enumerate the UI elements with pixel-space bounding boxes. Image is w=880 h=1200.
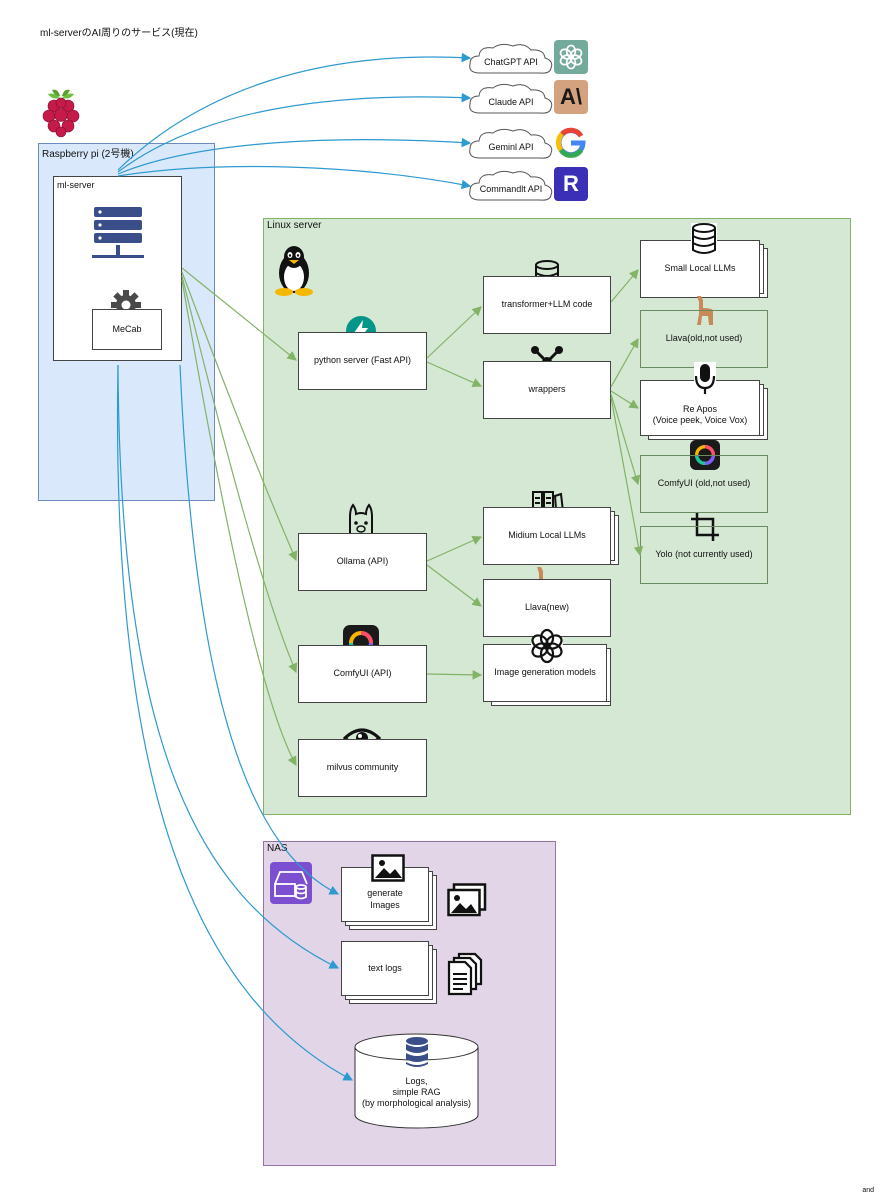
database-icon <box>406 1037 428 1067</box>
linux-server-label: Linux server <box>267 220 322 231</box>
yolo-label: Yolo (not currently used) <box>655 549 753 560</box>
anthropic-logo-icon: A\ <box>554 80 588 114</box>
tux-linux-icon <box>275 246 313 296</box>
microphone-icon <box>694 362 716 396</box>
medium-llms-label: Midium Local LLMs <box>508 530 586 541</box>
image-icon <box>371 854 405 882</box>
corner-mark: and <box>862 1187 874 1194</box>
gen-images-label-2: Images <box>370 899 400 910</box>
ml-server-label: ml-server <box>57 180 95 190</box>
cloud-api-label[interactable]: Claude API <box>488 97 534 107</box>
transformer-llm-label: transformer+LLM code <box>501 299 593 310</box>
small-llms-label: Small Local LLMs <box>664 263 736 274</box>
gen-images-label-1: generate <box>367 888 403 899</box>
raspberry-icon <box>42 89 80 138</box>
diagram-title: ml-serverのAI周りのサービス(現在) <box>40 28 198 39</box>
re-apos-label: Re Apos <box>682 403 718 414</box>
crop-icon <box>691 513 719 541</box>
yolo-box[interactable]: Yolo (not currently used) <box>640 526 768 584</box>
server-rack-icon <box>92 207 144 258</box>
ollama-label: Ollama (API) <box>336 556 389 567</box>
wrappers-label: wrappers <box>528 384 566 395</box>
python-server-label: python server (Fast API) <box>313 355 412 366</box>
images-gallery-icon <box>447 883 487 917</box>
cloud-api-label[interactable]: Geminl API <box>488 142 534 152</box>
comfyui-old-label: ComfyUI (old,not used) <box>657 478 751 489</box>
logs-label-3: (by morphological analysis) <box>361 1097 472 1108</box>
comfyui-old-box[interactable]: ComfyUI (old,not used) <box>640 455 768 513</box>
cohere-logo-icon: R <box>554 167 588 201</box>
nas-storage-icon <box>270 862 312 904</box>
medium-llms-box[interactable]: Midium Local LLMs <box>483 507 611 565</box>
database-icon <box>691 223 717 255</box>
image-gen-label: Image generation models <box>494 667 596 678</box>
python-server-box[interactable]: python server (Fast API) <box>298 332 427 390</box>
cloud-api-label[interactable]: ChatGPT API <box>484 57 538 67</box>
milvus-box[interactable]: milvus community <box>298 739 427 797</box>
google-logo-icon <box>554 125 588 159</box>
mecab-label: MeCab <box>112 323 142 334</box>
raspberry-pi-label: Raspberry pi (2号機) <box>42 149 134 160</box>
ollama-box[interactable]: Ollama (API) <box>298 533 427 591</box>
logs-label-1: Logs, <box>405 1076 428 1086</box>
logs-text: Logs, simple RAG (by morphological analy… <box>354 1076 479 1108</box>
transformer-llm-box[interactable]: transformer+LLM code <box>483 276 611 334</box>
openai-logo-icon <box>554 40 588 74</box>
logs-label-2: simple RAG <box>392 1086 441 1097</box>
mecab-box[interactable]: MeCab <box>92 309 162 350</box>
llava-old-label: Llava(old,not used) <box>665 333 743 344</box>
comfyui-api-box[interactable]: ComfyUI (API) <box>298 645 427 703</box>
wrappers-box[interactable]: wrappers <box>483 361 611 419</box>
nas-label: NAS <box>267 843 288 854</box>
llava-new-label: Llava(new) <box>524 602 570 613</box>
text-logs-label: text logs <box>368 962 402 973</box>
documents-icon <box>447 952 483 996</box>
milvus-label: milvus community <box>326 762 399 773</box>
cloud-api-label[interactable]: Commandlt API <box>479 184 543 194</box>
llava-old-box[interactable]: Llava(old,not used) <box>640 310 768 368</box>
text-logs-box[interactable]: text logs <box>341 941 429 996</box>
openai-knot-icon <box>531 628 563 664</box>
re-apos-sublabel: (Voice peek, Voice Vox) <box>652 415 748 425</box>
comfyui-api-label: ComfyUI (API) <box>333 668 392 679</box>
